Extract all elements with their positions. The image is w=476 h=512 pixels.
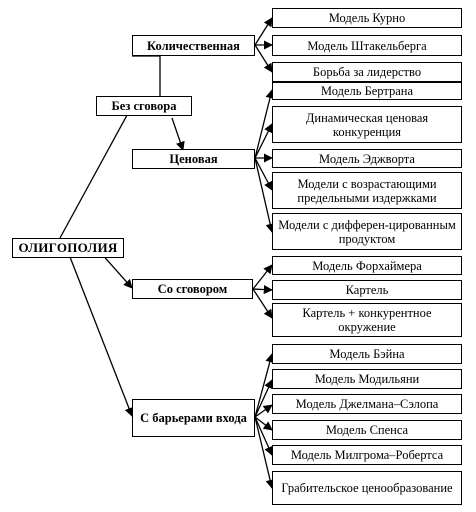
category-s-barierami: С барьерами входа <box>132 399 255 437</box>
model-differenc: Модели с дифферен-цированным продуктом <box>272 213 462 250</box>
arrow-bein <box>254 353 275 418</box>
model-dinamicheskaya: Динамическая ценовая конкуренция <box>272 106 462 143</box>
arrow-kartel <box>252 285 273 295</box>
arrow-kurno <box>254 17 273 46</box>
model-shtakelberg-label: Модель Штакельберга <box>307 38 427 53</box>
model-kartel-label: Картель <box>345 283 389 297</box>
arrow-kartel-okruzhenie <box>252 288 273 319</box>
arrow-root-bez-sgovora <box>59 105 133 239</box>
model-bertran-label: Модель Бертрана <box>320 84 414 98</box>
arrow-dinamicheskaya <box>254 123 273 159</box>
arrow-differenc <box>254 157 275 233</box>
model-liderstvo-label: Борьба за лидерство <box>312 65 422 79</box>
root-label: ОЛИГОПОЛИЯ <box>18 240 118 255</box>
model-kurno: Модель Курно <box>272 8 462 28</box>
arrow-grabitelskoe <box>254 416 275 489</box>
category-kolichestvennaya-label: Количественная <box>147 38 240 53</box>
model-spens-label: Модель Спенса <box>325 423 409 437</box>
arrow-milgrom <box>254 416 273 456</box>
category-kolichestvennaya: Количественная <box>132 35 255 56</box>
model-edzhvort-label: Модель Эджворта <box>319 151 415 166</box>
category-so-sgovorom-label: Со сговором <box>157 282 228 296</box>
category-bez-sgovora-label: Без сговора <box>111 99 177 113</box>
arrow-forhaimer <box>252 264 273 290</box>
model-milgrom: Модель Милгрома–Робертса <box>272 445 462 465</box>
model-kartel-okruzhenie-label: Картель + конкурентное окружение <box>302 306 432 334</box>
model-forhaimer-label: Модель Форхаймера <box>312 258 422 273</box>
model-izderzhki: Модели с возрастающими предельными издер… <box>272 172 462 209</box>
model-dinamicheskaya-label: Динамическая ценовая конкуренция <box>305 110 429 139</box>
model-dzhelman: Модель Джелмана–Сэлопа <box>272 394 462 414</box>
model-izderzhki-label: Модели с возрастающими предельными издер… <box>297 176 437 205</box>
model-spens: Модель Спенса <box>272 420 462 440</box>
category-cenovaya-label: Ценовая <box>169 152 218 166</box>
category-bez-sgovora: Без сговора <box>96 96 192 116</box>
arrow-root-so-sgovorom <box>99 251 133 289</box>
model-modilyani-label: Модель Модильяни <box>314 372 420 386</box>
model-edzhvort: Модель Эджворта <box>272 149 462 168</box>
arrow-spens <box>254 416 273 431</box>
model-forhaimer: Модель Форхаймера <box>272 256 462 275</box>
arrow-modilyani <box>254 379 273 418</box>
category-s-barierami-label: С барьерами входа <box>140 411 247 425</box>
model-shtakelberg: Модель Штакельберга <box>272 35 462 56</box>
category-cenovaya: Ценовая <box>132 149 255 169</box>
arrow-root-s-barierami <box>69 256 134 417</box>
category-so-sgovorom: Со сговором <box>132 279 253 299</box>
model-grabitelskoe-label: Грабительское ценообразование <box>281 481 453 495</box>
model-liderstvo: Борьба за лидерство <box>272 62 462 82</box>
arrow-liderstvo <box>254 44 273 73</box>
model-bein-label: Модель Бэйна <box>329 347 405 361</box>
model-differenc-label: Модели с дифферен-цированным продуктом <box>278 217 456 246</box>
model-grabitelskoe: Грабительское ценообразование <box>272 471 462 505</box>
model-kartel-okruzhenie: Картель + конкурентное окружение <box>272 303 462 337</box>
model-kurno-label: Модель Курно <box>328 11 406 25</box>
arrow-dzhelman <box>254 404 273 418</box>
arrow-bertran <box>254 89 275 159</box>
model-milgrom-label: Модель Милгрома–Робертса <box>290 448 444 462</box>
model-bertran: Модель Бертрана <box>272 82 462 100</box>
model-bein: Модель Бэйна <box>272 344 462 364</box>
arrow-to-cenovaya <box>171 117 185 151</box>
root-box: ОЛИГОПОЛИЯ <box>12 238 124 258</box>
arrow-izderzhki <box>254 157 273 191</box>
model-dzhelman-label: Модель Джелмана–Сэлопа <box>295 397 439 411</box>
model-kartel: Картель <box>272 280 462 300</box>
model-modilyani: Модель Модильяни <box>272 369 462 389</box>
